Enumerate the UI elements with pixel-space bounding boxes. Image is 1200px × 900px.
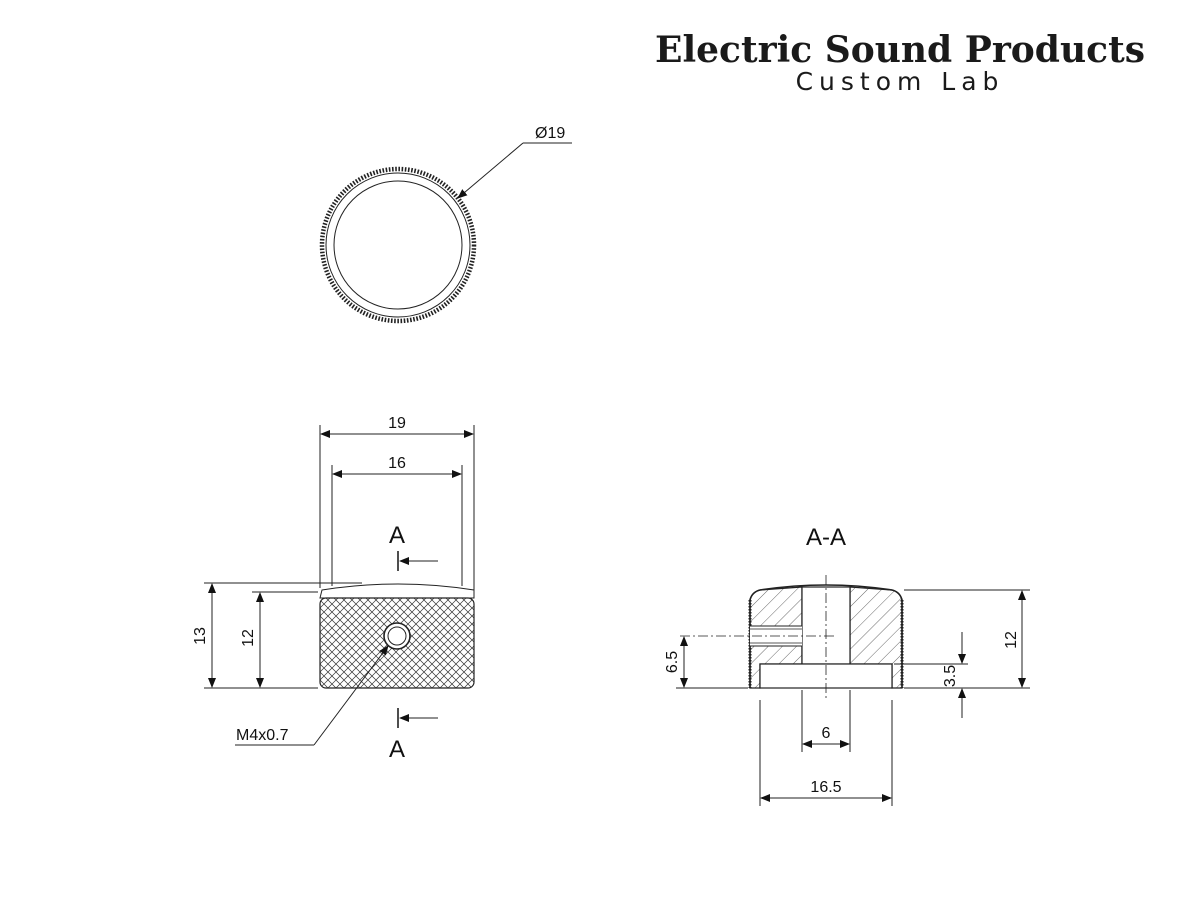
brand-logo: Electric Sound Products Custom Lab (600, 30, 1200, 96)
set-screw-thread (387, 626, 407, 646)
knob-dome (319, 583, 475, 599)
screw-leader (313, 645, 389, 746)
top-view: Ø19 (319, 125, 572, 324)
section-view: A-A 12 6.5 3.5 (664, 524, 1030, 806)
diameter-leader (457, 142, 524, 199)
recess-depth-label: 3.5 (942, 665, 959, 687)
height-body-label: 12 (240, 629, 257, 647)
diameter-label: Ø19 (535, 125, 565, 142)
width-top-label: 16 (388, 455, 406, 472)
section-marker-top: A (389, 522, 405, 549)
screw-height-label: 6.5 (664, 651, 681, 673)
base-width-label: 16.5 (810, 779, 841, 796)
knurl-inner-ring (325, 172, 471, 318)
width-outer-label: 19 (388, 415, 406, 432)
knurled-outer-circle (319, 166, 477, 324)
height-total-label: 13 (192, 627, 209, 645)
brand-name: Electric Sound Products (655, 29, 1145, 71)
top-face-circle (333, 180, 463, 310)
brand-tagline: Custom Lab (795, 67, 1005, 96)
front-view: 19 16 13 12 A A M4x0.7 (192, 415, 475, 763)
screw-label: M4x0.7 (236, 727, 289, 744)
bore-width-label: 6 (822, 725, 831, 742)
section-title: A-A (806, 524, 846, 551)
section-height-label: 12 (1003, 631, 1020, 649)
section-marker-bottom: A (389, 736, 405, 763)
